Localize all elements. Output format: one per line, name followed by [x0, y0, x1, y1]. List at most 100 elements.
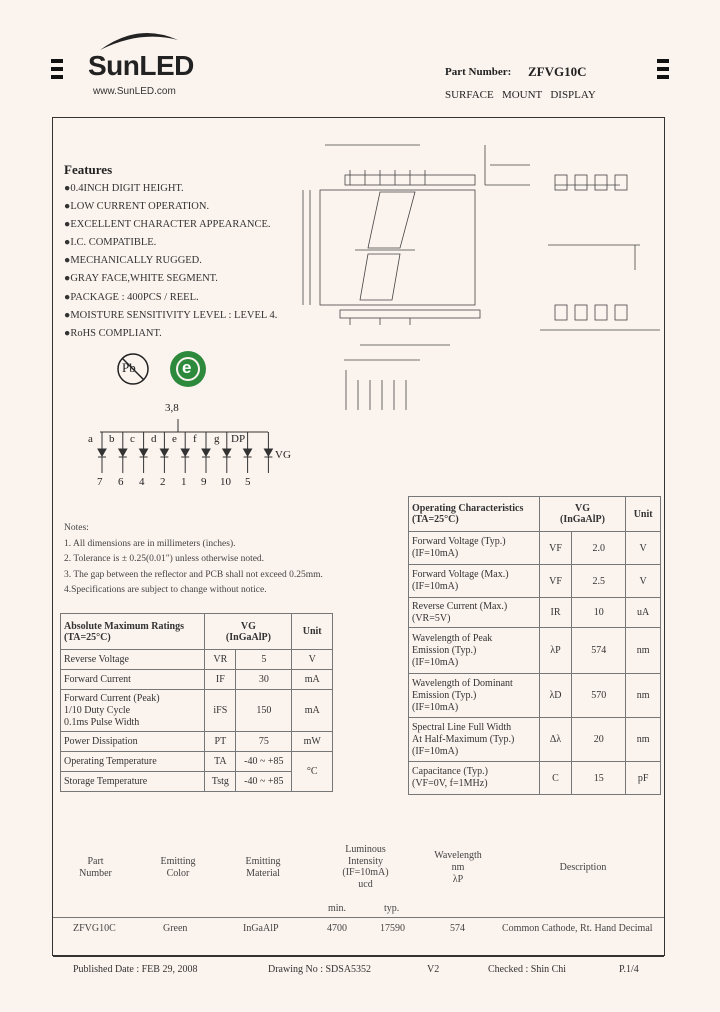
- val-cell: 574: [571, 627, 627, 674]
- diode-icon: [159, 432, 170, 473]
- unit-cell: °C: [291, 751, 333, 792]
- diode-icon: [97, 432, 107, 473]
- unit-cell: uA: [625, 597, 661, 628]
- notes-title: Notes:: [64, 523, 89, 533]
- note-item: 4.Specifications are subject to change w…: [64, 585, 267, 596]
- pin-label: 5: [245, 476, 251, 488]
- sym-cell: iFS: [204, 689, 237, 732]
- param-cell: Forward Current: [59, 669, 206, 690]
- features-list: ●0.4INCH DIGIT HEIGHT. ●LOW CURRENT OPER…: [64, 180, 314, 343]
- pb-label: Pb: [122, 360, 136, 375]
- feature-item: ●0.4INCH DIGIT HEIGHT.: [64, 183, 184, 194]
- op-char-material: (InGaAlP): [560, 514, 605, 525]
- logo: SunLED: [86, 24, 196, 84]
- feature-item: ●GRAY FACE,WHITE SEGMENT.: [64, 273, 218, 285]
- feature-item: ●LOW CURRENT OPERATION.: [64, 201, 210, 213]
- val-cell: 15: [571, 761, 627, 795]
- feature-item: ●MOISTURE SENSITIVITY LEVEL : LEVEL 4.: [64, 309, 278, 321]
- unit-cell: V: [625, 564, 661, 598]
- table-row: Operating Temperature TA -40 ~ +85 °C: [59, 751, 333, 792]
- circuit-segment-labels: a b c d e f g DP: [82, 433, 282, 447]
- op-char-vg: VG: [575, 503, 590, 514]
- package-dimension-drawing: [302, 144, 660, 410]
- unit-cell: pF: [625, 761, 661, 795]
- abs-max-title: Absolute Maximum Ratings (TA=25°C): [59, 613, 206, 650]
- header-left-mark-1: [51, 59, 63, 63]
- header-right-mark-1: [657, 59, 669, 63]
- footer-version: V2: [427, 964, 440, 975]
- table-row: Storage Temperature Tstg -40 ~ +85: [59, 771, 333, 792]
- val-cell: 150: [235, 689, 293, 732]
- common-pin-label: 3,8: [165, 402, 179, 414]
- footer-divider: [53, 956, 664, 957]
- op-char-vg-header: VG (InGaAlP): [538, 496, 627, 532]
- param-cell: Capacitance (Typ.) (VF=0V, f=1MHz): [408, 761, 540, 795]
- note-item: 1. All dimensions are in millimeters (in…: [64, 538, 236, 549]
- val-cell: -40 ~ +85: [235, 771, 293, 792]
- sel-header-wavelength: Wavelength nm λP: [434, 850, 482, 885]
- part-number: ZFVG10C: [528, 64, 587, 79]
- sym-cell: λD: [538, 673, 573, 718]
- table-row: Forward Voltage (Max.) (IF=10mA) VF 2.5 …: [408, 564, 661, 598]
- diode-icon: [201, 432, 211, 473]
- circuit-diagram: [97, 419, 274, 473]
- segment-label: f: [193, 433, 197, 445]
- sel-header-min: min.: [328, 903, 347, 914]
- diode-icon: [117, 432, 128, 473]
- abs-max-vg-header: VG (InGaAlP): [204, 613, 293, 650]
- sym-cell: C: [538, 761, 573, 795]
- unit-cell: mA: [291, 689, 333, 732]
- diode-icon: [221, 432, 232, 473]
- sym-cell: Δλ: [538, 717, 573, 762]
- website: www.SunLED.com: [93, 86, 176, 97]
- sym-cell: IR: [538, 597, 573, 628]
- table-row: Wavelength of Peak Emission (Typ.) (IF=1…: [408, 627, 661, 674]
- table-row: Wavelength of Dominant Emission (Typ.) (…: [408, 673, 661, 718]
- unit-cell: V: [625, 531, 661, 565]
- sym-cell: PT: [204, 731, 237, 752]
- pin-label: 9: [201, 476, 207, 488]
- unit-cell: V: [291, 649, 333, 670]
- unit-cell: nm: [625, 673, 661, 718]
- param-cell: Reverse Voltage: [59, 649, 206, 670]
- circuit-pin-labels: 7 6 4 2 1 9 10 5: [82, 476, 282, 490]
- param-cell: Reverse Current (Max.) (VR=5V): [408, 597, 540, 628]
- param-cell: Forward Voltage (Max.) (IF=10mA): [408, 564, 540, 598]
- part-number-label: Part Number:: [445, 66, 512, 78]
- val-cell: 570: [571, 673, 627, 718]
- abs-max-title-line: Absolute Maximum Ratings: [64, 620, 185, 632]
- sel-color: Green: [163, 923, 188, 934]
- header-left-mark-2: [51, 67, 63, 71]
- header-left-mark-3: [51, 75, 63, 79]
- segment-label: c: [130, 433, 135, 445]
- logo-arc-icon: [100, 32, 178, 50]
- diode-icon: [138, 432, 149, 473]
- segment-label: d: [151, 433, 157, 445]
- sym-cell: VF: [538, 564, 573, 598]
- sel-part: ZFVG10C: [73, 923, 116, 934]
- feature-item: ●MECHANICALLY RUGGED.: [64, 255, 202, 267]
- sel-header-part: Part Number: [79, 856, 112, 879]
- unit-cell: nm: [625, 627, 661, 674]
- sym-cell: TA: [204, 751, 237, 772]
- table-row: Power Dissipation PT 75 mW: [59, 731, 333, 752]
- op-char-unit-header: Unit: [625, 496, 661, 532]
- feature-item: ●PACKAGE : 400PCS / REEL.: [64, 291, 199, 303]
- diode-icon: [242, 432, 253, 473]
- main-frame: [52, 117, 665, 956]
- table-row: Forward Voltage (Typ.) (IF=10mA) VF 2.0 …: [408, 531, 661, 565]
- abs-max-title-line: (TA=25°C): [64, 631, 111, 643]
- param-cell: Wavelength of Dominant Emission (Typ.) (…: [408, 673, 540, 718]
- val-cell: 5: [235, 649, 293, 670]
- segment-label: DP: [231, 433, 246, 445]
- param-cell: Wavelength of Peak Emission (Typ.) (IF=1…: [408, 627, 540, 674]
- diode-icon: [180, 432, 191, 473]
- unit-cell: mA: [291, 669, 333, 690]
- table-row: Forward Current (Peak) 1/10 Duty Cycle 0…: [59, 689, 333, 732]
- table-row: Reverse Current (Max.) (VR=5V) IR 10 uA: [408, 597, 661, 628]
- pb-free-badge: Pb: [116, 352, 150, 386]
- sym-cell: VF: [538, 531, 573, 565]
- table-row: Spectral Line Full Width At Half-Maximum…: [408, 717, 661, 762]
- op-char-table: Operating Characteristics (TA=25°C) VG (…: [408, 496, 661, 795]
- table-row: Capacitance (Typ.) (VF=0V, f=1MHz) C 15 …: [408, 761, 661, 795]
